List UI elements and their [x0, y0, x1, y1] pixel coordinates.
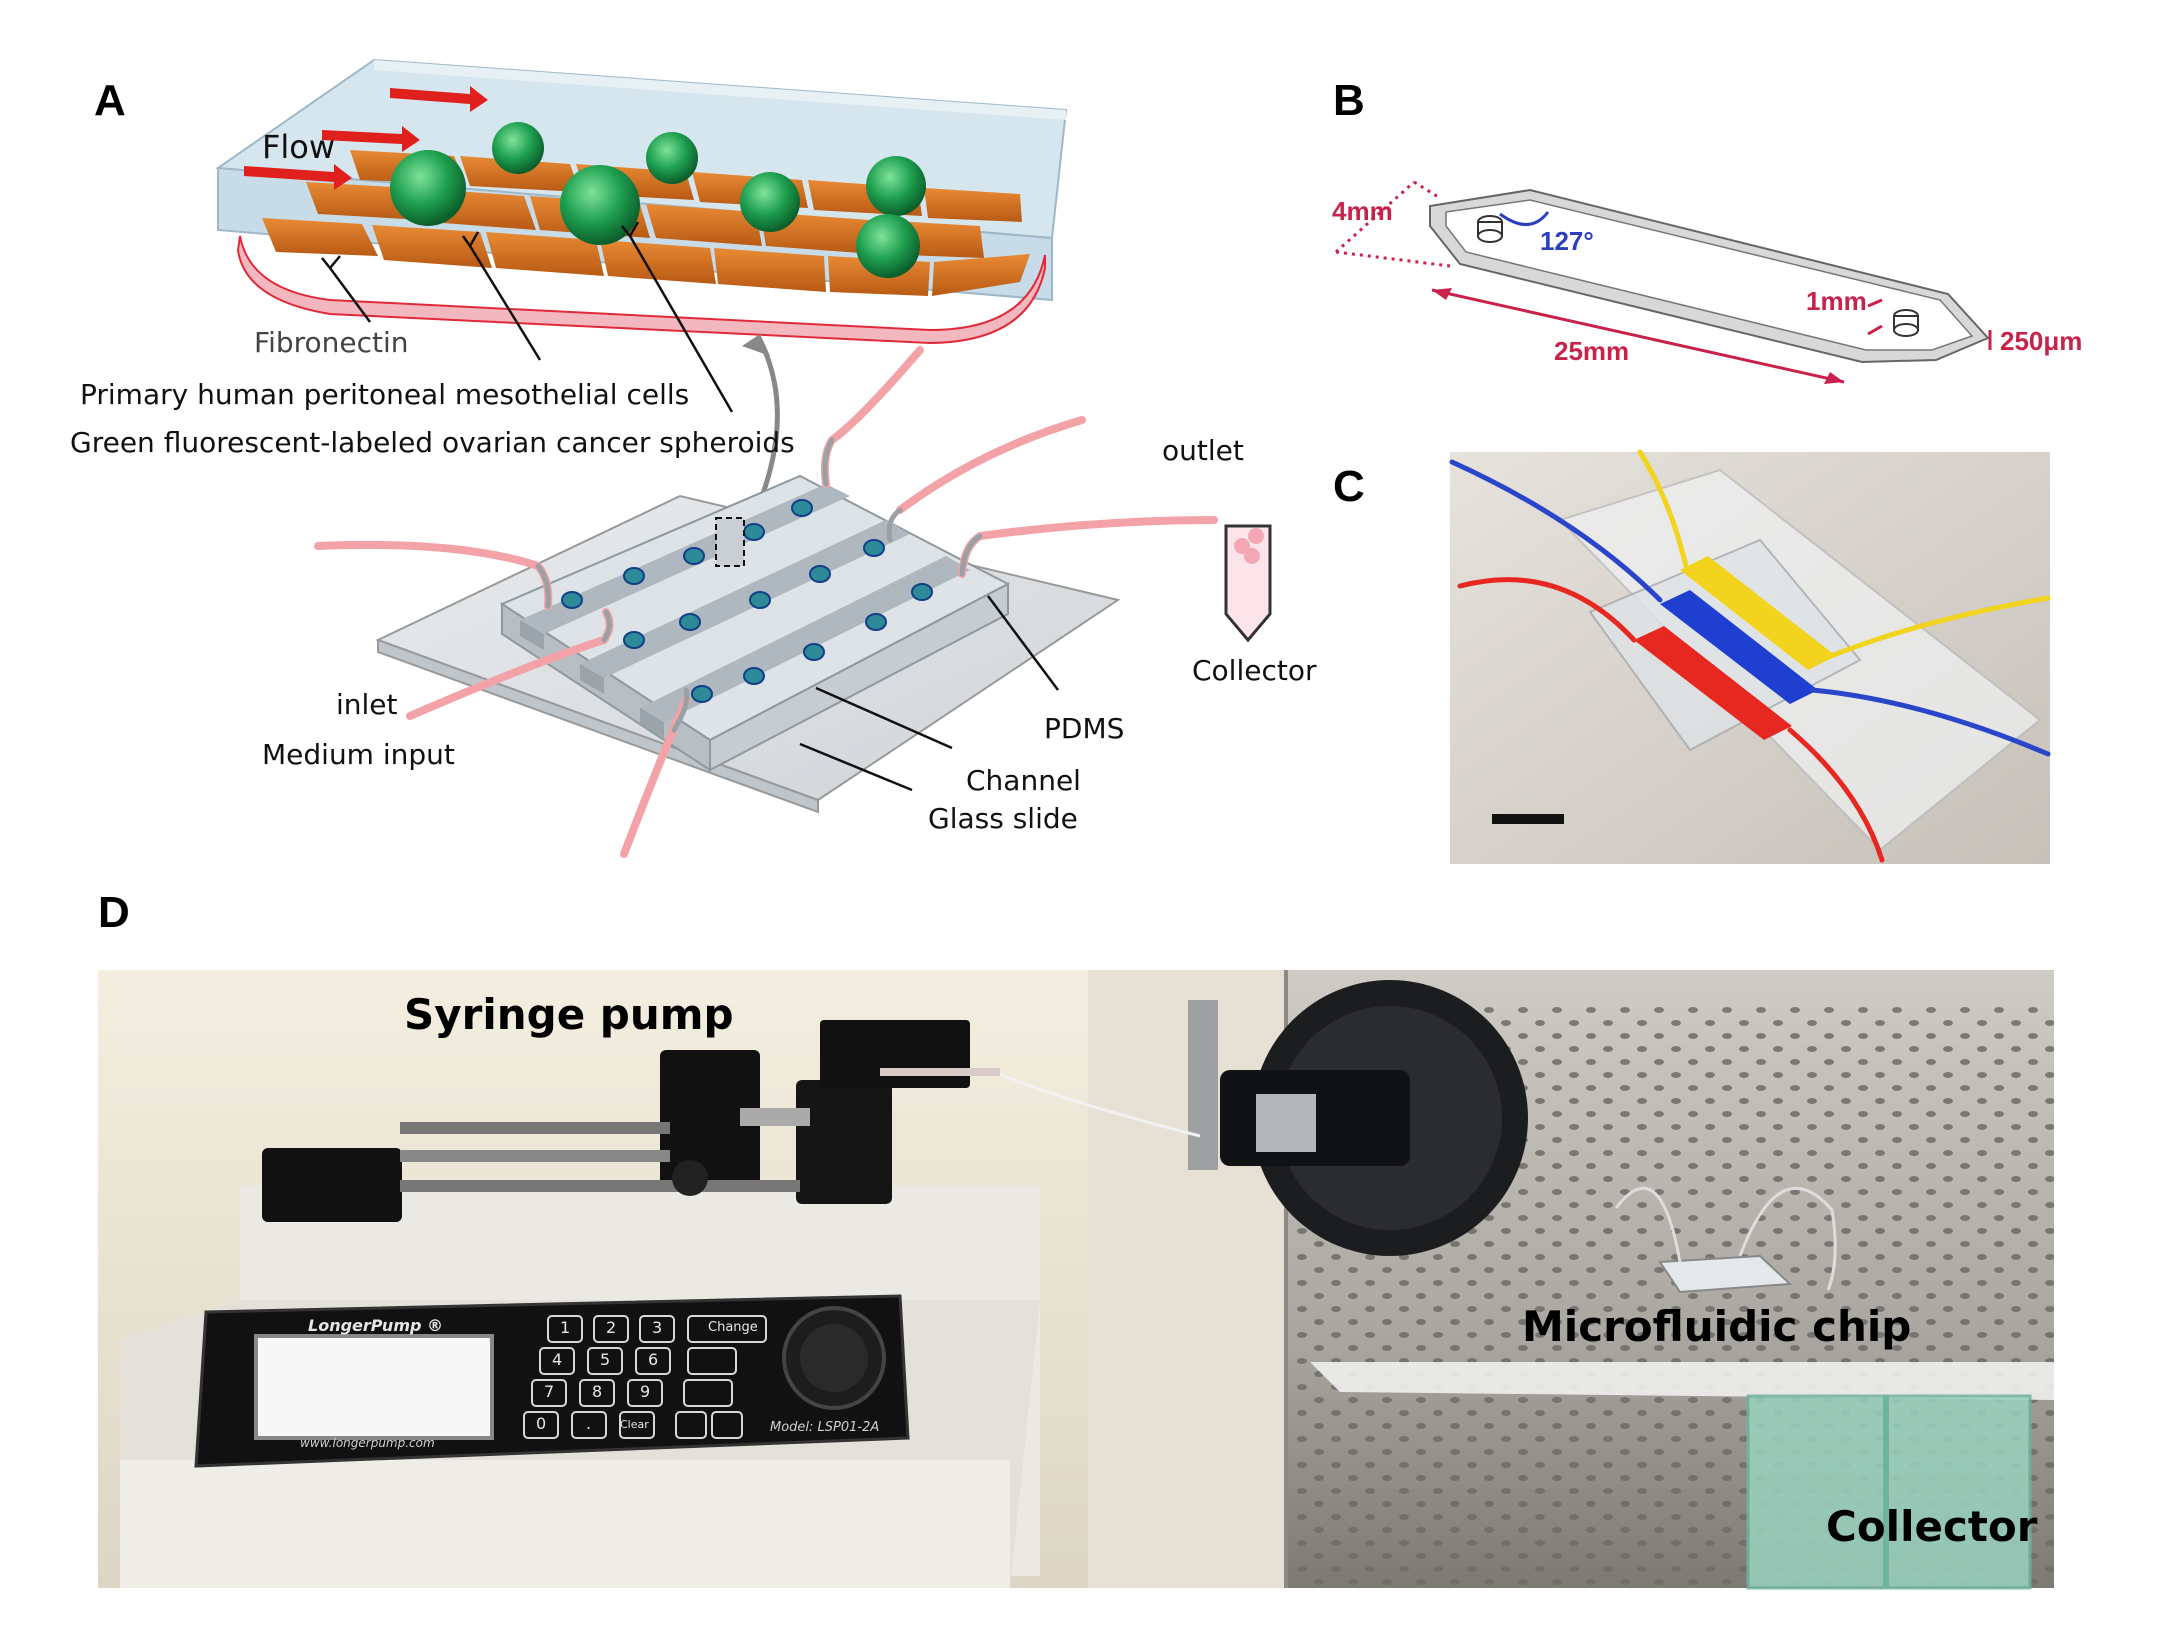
label-collector-a: Collector	[1192, 654, 1317, 687]
label-microfluidic-chip: Microfluidic chip	[1522, 1302, 1912, 1351]
collector-tube	[1224, 524, 1272, 643]
flow-arrows	[244, 86, 488, 190]
pump-key-clear: Clear	[620, 1418, 649, 1431]
chip-spheroids	[561, 499, 933, 703]
pump-key: 1	[560, 1318, 571, 1337]
label-pdms: PDMS	[1044, 712, 1125, 745]
panel-letter-b: B	[1333, 76, 1365, 125]
label-height-4mm: 4mm	[1332, 196, 1393, 226]
pump-key: 2	[606, 1318, 617, 1337]
panel-a-leader-lines	[321, 221, 734, 413]
scale-bar	[1492, 814, 1564, 824]
label-length-25mm: 25mm	[1554, 336, 1630, 366]
zoom-channel-box	[215, 58, 1068, 345]
pump-key: 0	[536, 1414, 547, 1433]
pump-key-change: Change	[708, 1320, 758, 1335]
pdms-block	[499, 474, 1011, 772]
pump-keypad	[523, 1315, 767, 1439]
chip-leader-lines	[799, 595, 1060, 792]
label-width-1mm: 1mm	[1806, 286, 1867, 316]
pump-brand: LongerPump ®	[308, 1316, 444, 1335]
label-fibronectin: Fibronectin	[254, 326, 409, 359]
pump-key: 5	[600, 1350, 611, 1369]
label-depth-250um: 250μm	[2000, 326, 2083, 356]
pump-key: 6	[648, 1350, 659, 1369]
label-inlet: inlet	[336, 688, 398, 721]
cancer-spheroids	[390, 122, 926, 278]
label-channel: Channel	[966, 764, 1081, 797]
channel-outline	[1429, 188, 1990, 364]
label-spheroids: Green fluorescent-labeled ovarian cancer…	[70, 426, 795, 459]
label-angle-127: 127°	[1540, 226, 1594, 256]
label-outlet: outlet	[1162, 434, 1244, 467]
label-flow: Flow	[262, 128, 336, 166]
pump-model: Model: LSP01-2A	[770, 1420, 880, 1435]
panel-letter-c: C	[1333, 462, 1365, 511]
label-glass-slide: Glass slide	[928, 802, 1078, 835]
pump-key: 9	[640, 1382, 651, 1401]
pump-key: .	[586, 1414, 592, 1433]
pump-key: 4	[552, 1350, 563, 1369]
pump-screen	[254, 1334, 494, 1440]
pump-key: 8	[592, 1382, 603, 1401]
label-mesothelial: Primary human peritoneal mesothelial cel…	[80, 378, 690, 411]
chip-tubes	[314, 346, 1218, 858]
label-medium-input: Medium input	[262, 738, 455, 771]
dimension-lines	[1334, 180, 1992, 384]
pump-key: 7	[544, 1382, 555, 1401]
panel-letter-d: D	[98, 888, 130, 937]
panel-letter-a: A	[94, 76, 126, 125]
label-collector-d: Collector	[1826, 1502, 2038, 1551]
pump-key: 3	[652, 1318, 663, 1337]
label-syringe-pump: Syringe pump	[404, 990, 734, 1039]
zoom-marker	[715, 517, 745, 567]
pump-url: www.longerpump.com	[300, 1436, 435, 1450]
